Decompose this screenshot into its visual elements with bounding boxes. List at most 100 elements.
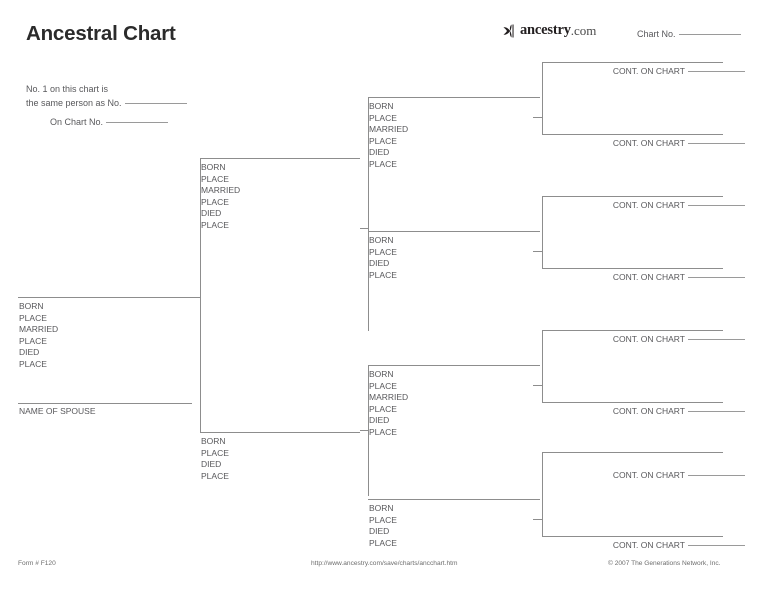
- gen3a-mother-died-label: DIED: [369, 258, 390, 269]
- gen3a-father-place2-label: PLACE: [369, 135, 397, 146]
- gen3b-father-married-label: MARRIED: [369, 392, 409, 403]
- gen3b-father-fields: BORN PLACE MARRIED PLACE DIED PLACE: [369, 369, 408, 439]
- connector-gen2-father-gen3: [360, 228, 368, 229]
- connector-gen3b-mother-gen4: [533, 519, 542, 520]
- gen1-place2-label: PLACE: [19, 335, 47, 346]
- gen4-cont-4-line: [542, 268, 723, 269]
- gen3a-father-place3-label: PLACE: [369, 158, 397, 169]
- gen4-cont-7-label[interactable]: CONT. ON CHART: [545, 470, 745, 480]
- gen4-bracket-4-spine: [542, 452, 543, 536]
- gen4-cont-5-label[interactable]: CONT. ON CHART: [545, 334, 745, 344]
- gen2-mother-place1-label: PLACE: [201, 447, 229, 458]
- gen4-cont-3-blank[interactable]: [688, 205, 745, 206]
- gen4-cont-5-blank[interactable]: [688, 339, 745, 340]
- gen1-died-label: DIED: [19, 347, 40, 358]
- same-person-blank[interactable]: [124, 102, 187, 104]
- connector-gen3a-mother-gen4: [533, 251, 542, 252]
- gen4-cont-2-line: [542, 134, 723, 135]
- gen2-mother-name-line: [200, 432, 360, 433]
- gen1-spouse-line: [18, 403, 192, 404]
- gen3a-mother-place2-label: PLACE: [369, 269, 397, 280]
- gen3a-father-died-label: DIED: [369, 147, 390, 158]
- gen4-cont-8-line: [542, 536, 723, 537]
- gen2-father-born-label: BORN: [201, 162, 226, 172]
- gen4-cont-8-text: CONT. ON CHART: [612, 540, 685, 550]
- gen4-cont-2-blank[interactable]: [688, 143, 745, 144]
- form-number: Form # F120: [18, 560, 56, 567]
- gen3a-bracket-spine-upper: [368, 97, 369, 228]
- page-title: Ancestral Chart: [26, 22, 176, 45]
- gen2-father-place2-label: PLACE: [201, 196, 229, 207]
- gen4-cont-1-text: CONT. ON CHART: [612, 66, 685, 76]
- gen4-cont-2-label[interactable]: CONT. ON CHART: [545, 138, 745, 148]
- source-url: http://www.ancestry.com/save/charts/ancc…: [311, 560, 458, 567]
- gen2-father-married-label: MARRIED: [201, 185, 241, 196]
- gen2-mother-died-label: DIED: [201, 459, 222, 470]
- connector-gen3a-father-gen4: [533, 117, 542, 118]
- gen1-married-label: MARRIED: [19, 324, 59, 335]
- gen3b-mother-place1-label: PLACE: [369, 514, 397, 525]
- gen3a-mother-born-label: BORN: [369, 235, 394, 245]
- chart-number-field[interactable]: Chart No.: [637, 29, 741, 39]
- copyright-notice: © 2007 The Generations Network, Inc.: [608, 560, 721, 567]
- gen4-cont-7-blank[interactable]: [688, 475, 745, 476]
- gen4-cont-5-text: CONT. ON CHART: [612, 334, 685, 344]
- gen3b-mother-place2-label: PLACE: [369, 537, 397, 548]
- gen2-father-fields: BORN PLACE MARRIED PLACE DIED PLACE: [201, 162, 240, 232]
- page-footer: Form # F120 http://www.ancestry.com/save…: [0, 560, 768, 572]
- gen4-cont-3-label[interactable]: CONT. ON CHART: [545, 200, 745, 210]
- gen3a-mother-name-line: [368, 231, 540, 232]
- gen3b-father-born-label: BORN: [369, 369, 394, 379]
- gen2-father-place3-label: PLACE: [201, 219, 229, 230]
- gen3b-mother-born-label: BORN: [369, 503, 394, 513]
- gen4-cont-6-blank[interactable]: [688, 411, 745, 412]
- on-chart-blank[interactable]: [106, 122, 168, 123]
- note-line-1: No. 1 on this chart is: [26, 84, 109, 94]
- gen4-cont-1-blank[interactable]: [688, 71, 745, 72]
- gen4-cont-4-blank[interactable]: [688, 277, 745, 278]
- gen3b-father-place2-label: PLACE: [369, 403, 397, 414]
- gen3b-bracket-spine-lower: [368, 430, 369, 496]
- same-person-note: No. 1 on this chart is the same person a…: [26, 83, 187, 110]
- gen3a-mother-fields: BORN PLACE DIED PLACE: [369, 235, 397, 281]
- gen3b-father-name-line: [368, 365, 540, 366]
- gen3b-father-died-label: DIED: [369, 415, 390, 426]
- gen2-mother-born-label: BORN: [201, 436, 226, 446]
- gen1-person-fields: BORN PLACE MARRIED PLACE DIED PLACE: [19, 301, 58, 371]
- gen2-mother-place2-label: PLACE: [201, 470, 229, 481]
- chart-number-blank[interactable]: [678, 34, 741, 35]
- gen4-cont-6-label[interactable]: CONT. ON CHART: [545, 406, 745, 416]
- gen1-place3-label: PLACE: [19, 358, 47, 369]
- gen4-cont-1-label[interactable]: CONT. ON CHART: [545, 66, 745, 76]
- gen3a-father-name-line: [368, 97, 540, 98]
- ancestry-logo: ancestry .com: [503, 22, 596, 39]
- gen4-bracket-3-spine: [542, 330, 543, 402]
- gen3a-mother-place1-label: PLACE: [369, 246, 397, 257]
- gen2-mother-fields: BORN PLACE DIED PLACE: [201, 436, 229, 482]
- chart-number-label: Chart No.: [637, 29, 676, 39]
- gen4-cont-2-text: CONT. ON CHART: [612, 138, 685, 148]
- gen4-cont-5-line: [542, 330, 723, 331]
- gen3b-father-place1-label: PLACE: [369, 380, 397, 391]
- gen4-cont-4-label[interactable]: CONT. ON CHART: [545, 272, 745, 282]
- gen3a-father-place1-label: PLACE: [369, 112, 397, 123]
- gen2-bracket-spine: [200, 158, 201, 432]
- gen4-cont-8-blank[interactable]: [688, 545, 745, 546]
- gen4-cont-4-text: CONT. ON CHART: [612, 272, 685, 282]
- on-chart-label: On Chart No.: [49, 117, 103, 127]
- gen2-father-place1-label: PLACE: [201, 173, 229, 184]
- note-line-2: the same person as No.: [26, 97, 122, 108]
- gen4-cont-8-label[interactable]: CONT. ON CHART: [545, 540, 745, 550]
- on-chart-number-field[interactable]: On Chart No.: [26, 117, 168, 127]
- brand-tld: .com: [570, 22, 597, 38]
- gen3a-father-born-label: BORN: [369, 101, 394, 111]
- note-line-2-wrap[interactable]: the same person as No.: [26, 97, 187, 111]
- connector-gen2-mother-gen3: [360, 430, 368, 431]
- gen4-cont-3-text: CONT. ON CHART: [612, 200, 685, 210]
- connector-gen1-gen2: [192, 297, 200, 298]
- gen1-born-label: BORN: [19, 301, 44, 311]
- gen3b-mother-name-line: [368, 499, 540, 500]
- gen4-cont-1-line: [542, 62, 723, 63]
- gen3b-father-place3-label: PLACE: [369, 426, 397, 437]
